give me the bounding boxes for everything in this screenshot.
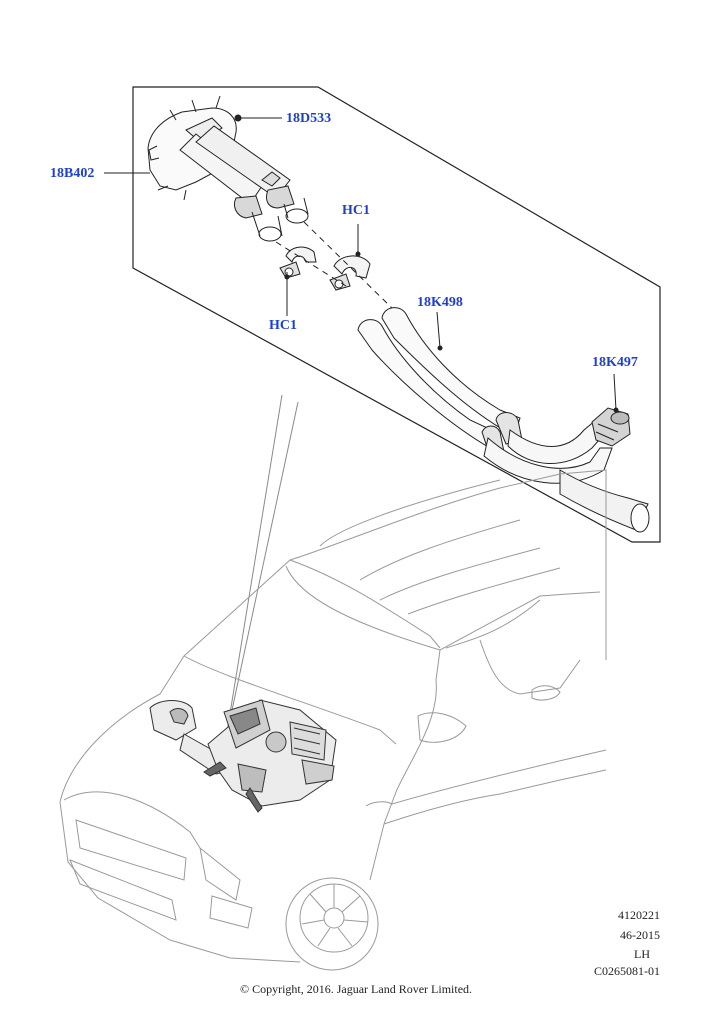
hose-clamp-lower[interactable] [279, 246, 317, 279]
part-label-18d533[interactable]: 18D533 [286, 111, 332, 126]
part-label-hc1-upper[interactable]: HC1 [342, 203, 370, 218]
heater-outlet-part[interactable] [147, 95, 309, 242]
hose-clamp-upper[interactable] [329, 255, 371, 291]
detail-panel-frame [132, 86, 661, 543]
diagram-reference: C0265081-01 [594, 964, 660, 978]
leader-lines [104, 117, 617, 411]
diagram-code: 4120221 [618, 908, 660, 922]
copyright-notice: © Copyright, 2016. Jaguar Land Rover Lim… [239, 982, 473, 996]
part-label-18k497[interactable]: 18K497 [592, 355, 638, 370]
diagram-side: LH [634, 947, 650, 961]
leader-dots [284, 251, 619, 413]
projection-lines [225, 394, 299, 739]
heater-hose-part[interactable] [357, 307, 650, 533]
assembly-guide-lines [275, 221, 395, 311]
part-label-hc1-lower[interactable]: HC1 [269, 318, 297, 333]
vehicle-outline [59, 469, 607, 971]
part-label-18k498[interactable]: 18K498 [417, 295, 463, 310]
part-label-18b402[interactable]: 18B402 [50, 166, 95, 181]
hose-connector-part[interactable] [591, 407, 631, 447]
hvac-unit-in-vehicle [149, 699, 337, 813]
diagram-date: 46-2015 [620, 928, 660, 942]
